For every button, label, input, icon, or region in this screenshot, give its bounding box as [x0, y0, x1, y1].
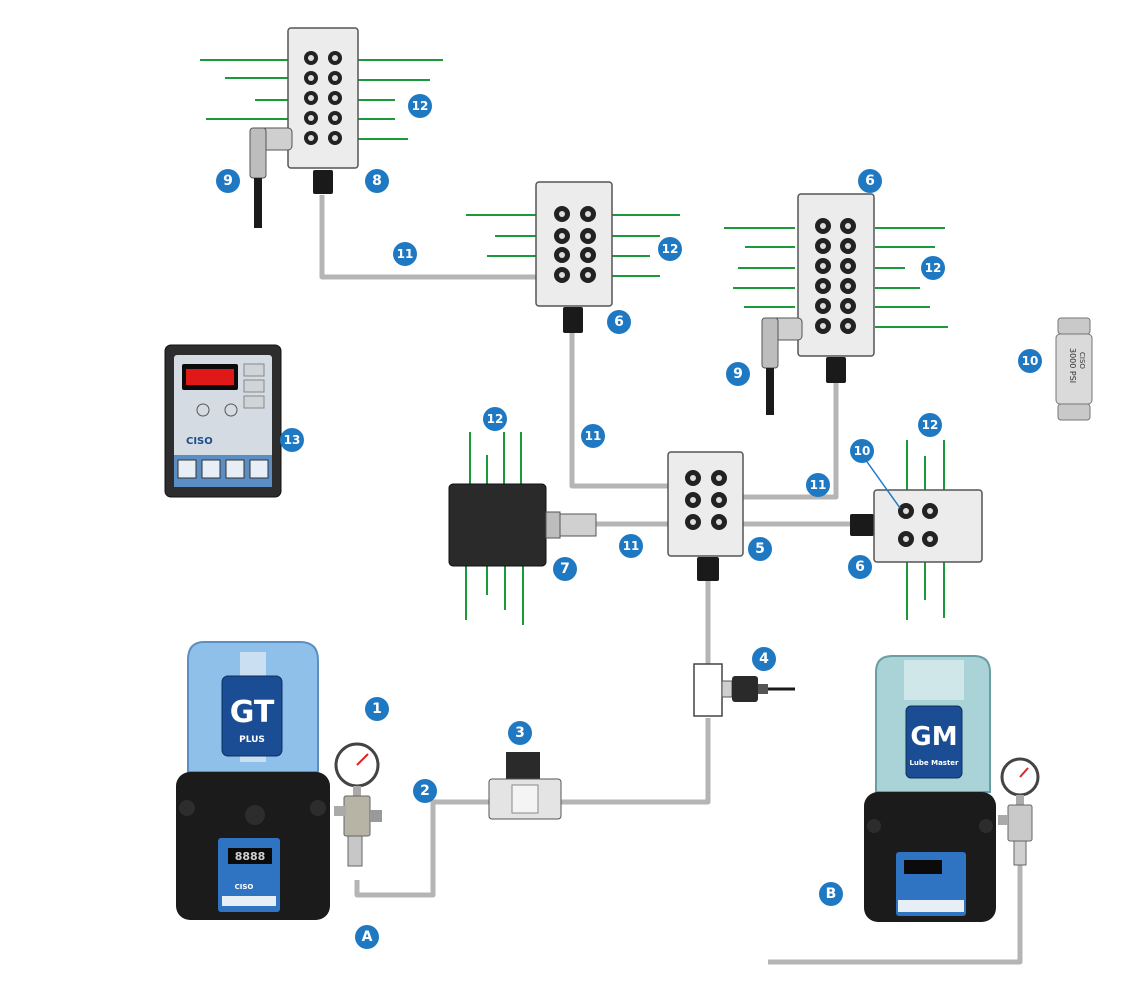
pressure-switch-4 [693, 663, 795, 717]
inlet-fitting [697, 557, 719, 581]
badge-A-label: A [362, 929, 373, 945]
badge-6-right: 6 [858, 169, 882, 193]
badge-1-label: 1 [372, 701, 382, 717]
pipe-divider8-to-divider6 [319, 195, 536, 280]
badge-12-center: 12 [658, 237, 682, 261]
pump-gt-logo: GT [230, 695, 275, 730]
badge-4-label: 4 [759, 651, 769, 667]
badge-12-left: 12 [483, 407, 507, 431]
feed-lines [724, 227, 948, 328]
pump-gm: GM Lube Master [864, 655, 996, 922]
feed-lines [200, 59, 443, 140]
badge-2-label: 2 [420, 783, 430, 799]
badge-10-right: 10 [1018, 349, 1042, 373]
badge-B: B [819, 882, 843, 906]
inlet-fitting [313, 170, 333, 194]
badge-6-center-label: 6 [614, 314, 624, 330]
badge-7-label: 7 [560, 561, 570, 577]
divider-valve-8 [200, 27, 443, 194]
controller-brand: CISO [186, 436, 213, 447]
pipe-pump-a-to-junction [354, 799, 490, 898]
badge-12-lower: 12 [918, 413, 942, 437]
badge-10-lower-label: 10 [854, 444, 871, 458]
divider-ports [685, 470, 727, 530]
badge-6-right-label: 6 [865, 173, 875, 189]
pipe-relief-to-switch [560, 718, 711, 805]
badge-8-label: 8 [372, 173, 382, 189]
badge-10-right-label: 10 [1022, 354, 1039, 368]
badge-5-label: 5 [755, 541, 765, 557]
pipe-divider6-to-divider5 [569, 333, 668, 489]
divider-ports [898, 503, 938, 547]
badge-1: 1 [365, 697, 389, 721]
divider-ports [304, 51, 342, 145]
divider-ports [815, 218, 856, 334]
divider-valve-5 [667, 451, 744, 581]
controller-13: CISO [164, 344, 282, 498]
pump-gt-sub: PLUS [239, 735, 265, 745]
badge-B-label: B [826, 886, 837, 902]
badge-6-lower: 6 [848, 555, 872, 579]
badge-11-top-label: 11 [397, 247, 414, 261]
pipe-divider6r-to-divider5 [743, 382, 839, 500]
cycle-switch-sensor-9a [249, 127, 293, 228]
badge-11-right-label: 11 [810, 478, 827, 492]
badge-9-left: 9 [216, 169, 240, 193]
badge-A: A [355, 925, 379, 949]
divider-valve-6-center [466, 181, 680, 333]
badge-12-top-label: 12 [412, 99, 429, 113]
feed-lines [465, 432, 524, 625]
badge-11-mid: 11 [581, 424, 605, 448]
pump-gm-logo: GM [910, 722, 957, 752]
relief-block-3 [488, 752, 562, 820]
inlet-fitting [563, 307, 583, 333]
badge-12-lower-label: 12 [922, 418, 939, 432]
badge-12-right: 12 [921, 256, 945, 280]
badge-12-left-label: 12 [487, 412, 504, 426]
badge-2: 2 [413, 779, 437, 803]
divider-valve-7 [448, 432, 597, 625]
filter-valve-rating-text: 3000 PSI [1068, 348, 1077, 383]
badge-11-lower: 11 [619, 534, 643, 558]
pump-gt-plus: GT PLUS 8888 CISO [176, 641, 330, 920]
badge-5: 5 [748, 537, 772, 561]
cycle-switch-sensor-9b [761, 317, 803, 415]
badge-7: 7 [553, 557, 577, 581]
badge-3-label: 3 [515, 725, 525, 741]
gauge-valve-b [998, 757, 1040, 866]
filter-valve-10: 3000 PSI CISO [1055, 317, 1093, 421]
divider-ports [554, 206, 596, 283]
badge-12-right-label: 12 [925, 261, 942, 275]
inlet-fitting [826, 357, 846, 383]
divider-valve-6-lower [850, 440, 983, 620]
badge-11-mid-label: 11 [585, 429, 602, 443]
divider-valve-6-right [724, 193, 948, 383]
badge-12-center-label: 12 [662, 242, 679, 256]
filter-valve-brand-text: CISO [1078, 352, 1086, 369]
badge-11-top: 11 [393, 242, 417, 266]
badge-12-top: 12 [408, 94, 432, 118]
badge-10-lower: 10 [850, 439, 874, 463]
badge-8: 8 [365, 169, 389, 193]
badge-9-right: 9 [726, 362, 750, 386]
badge-13-label: 13 [284, 433, 301, 447]
feed-lines [466, 214, 680, 277]
feed-lines [906, 440, 945, 620]
badge-9-right-label: 9 [733, 366, 743, 382]
pump-gm-sub: Lube Master [909, 759, 959, 767]
badge-4: 4 [752, 647, 776, 671]
pipe-pump-b-feed [768, 865, 1023, 965]
badge-6-center: 6 [607, 310, 631, 334]
badge-6-lower-label: 6 [855, 559, 865, 575]
badge-11-right: 11 [806, 473, 830, 497]
pump-gt-brand: CISO [235, 883, 254, 891]
badge-3: 3 [508, 721, 532, 745]
badge-11-lower-label: 11 [623, 539, 640, 553]
pump-gt-display: 8888 [235, 850, 266, 863]
badge-13: 13 [280, 428, 304, 452]
gauge-valve-a [334, 742, 382, 867]
badge-9-left-label: 9 [223, 173, 233, 189]
